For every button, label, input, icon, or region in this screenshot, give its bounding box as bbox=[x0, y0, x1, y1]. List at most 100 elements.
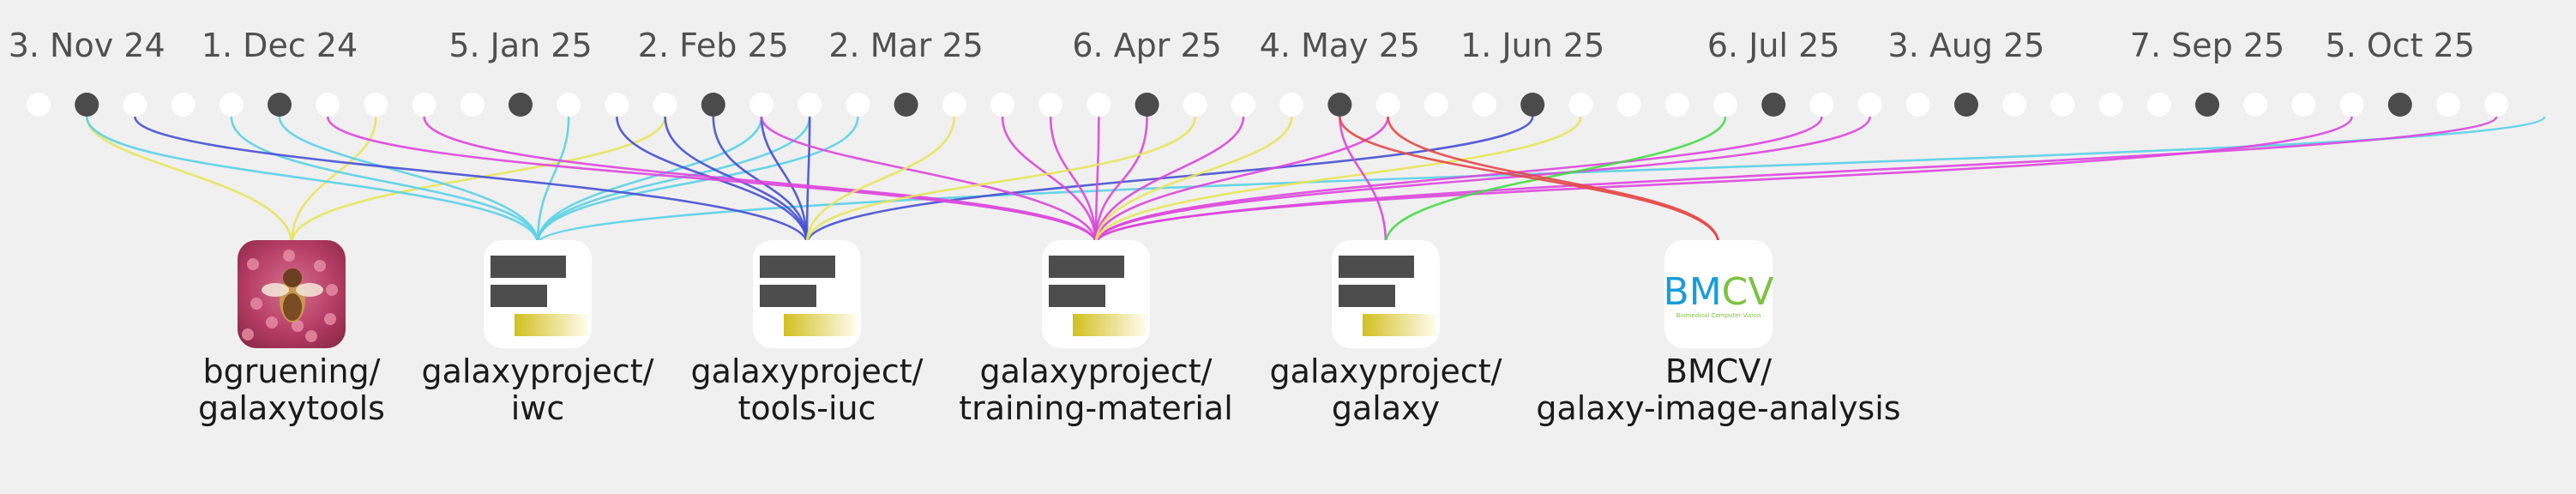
timeline-dot[interactable] bbox=[990, 93, 1014, 117]
timeline-dot[interactable] bbox=[749, 93, 773, 117]
timeline-dot[interactable] bbox=[1423, 93, 1448, 117]
date-label: 5. Oct 25 bbox=[2326, 27, 2475, 64]
repo-node[interactable]: bgruening/galaxytools bbox=[198, 240, 385, 427]
repo-owner-label[interactable]: galaxyproject/ bbox=[1270, 352, 1502, 390]
timeline-dot[interactable] bbox=[1809, 93, 1834, 117]
bmcv-logo-text: BMCV bbox=[1664, 270, 1774, 314]
timeline-dot[interactable] bbox=[412, 93, 436, 117]
timeline-dot[interactable] bbox=[1279, 93, 1304, 117]
timeline-dot[interactable] bbox=[2050, 93, 2075, 117]
galaxy-logo-icon[interactable] bbox=[1042, 240, 1150, 348]
link-line bbox=[1384, 116, 1727, 244]
repo-name-label[interactable]: galaxytools bbox=[198, 389, 385, 427]
timeline-dot[interactable] bbox=[171, 93, 196, 117]
timeline-dot-active[interactable] bbox=[1327, 93, 1352, 117]
timeline-dot[interactable] bbox=[2484, 93, 2509, 117]
link-line bbox=[134, 116, 809, 244]
timeline-dot[interactable] bbox=[942, 93, 966, 117]
link-line bbox=[1094, 116, 1293, 244]
timeline-dot-active[interactable] bbox=[2195, 93, 2219, 117]
timeline-dot[interactable] bbox=[316, 93, 340, 117]
repo-name-label[interactable]: galaxy bbox=[1332, 389, 1440, 427]
link-line bbox=[1094, 116, 1245, 244]
link-line bbox=[1094, 116, 1100, 244]
link-line bbox=[805, 116, 1534, 244]
timeline-dot[interactable] bbox=[364, 93, 388, 117]
repo-name-label[interactable]: iwc bbox=[511, 389, 565, 427]
repo-owner-label[interactable]: galaxyproject/ bbox=[422, 352, 654, 390]
timeline-dot[interactable] bbox=[27, 93, 51, 117]
timeline-dot-active[interactable] bbox=[1135, 93, 1159, 117]
galaxy-logo-icon[interactable] bbox=[1332, 240, 1440, 348]
timeline-dot[interactable] bbox=[1472, 93, 1496, 117]
galaxy-logo-icon[interactable] bbox=[484, 240, 592, 348]
timeline-dot[interactable] bbox=[1713, 93, 1737, 117]
repo-name-label[interactable]: tools-iuc bbox=[738, 389, 876, 427]
repo-owner-label[interactable]: bgruening/ bbox=[203, 352, 381, 390]
timeline-dot[interactable] bbox=[2291, 93, 2316, 117]
timeline-dot-active[interactable] bbox=[1954, 93, 1978, 117]
date-label: 5. Jan 25 bbox=[448, 27, 592, 64]
timeline-dot[interactable] bbox=[2098, 93, 2123, 117]
timeline-dot[interactable] bbox=[1568, 93, 1593, 117]
timeline-dot[interactable] bbox=[123, 93, 147, 117]
timeline-dot[interactable] bbox=[1038, 93, 1063, 117]
bee-avatar-icon[interactable] bbox=[238, 240, 346, 348]
repo-node[interactable]: galaxyproject/galaxy bbox=[1270, 240, 1502, 427]
link-line bbox=[278, 116, 539, 244]
timeline-dot-active[interactable] bbox=[2387, 93, 2412, 117]
link-line bbox=[1001, 116, 1098, 244]
timeline-dot-active[interactable] bbox=[268, 93, 292, 117]
timeline-dot[interactable] bbox=[557, 93, 581, 117]
timeline-dot[interactable] bbox=[653, 93, 677, 117]
link-line bbox=[1094, 116, 1582, 244]
repo-owner-label[interactable]: galaxyproject/ bbox=[980, 352, 1213, 390]
repo-node[interactable]: galaxyproject/iwc bbox=[422, 240, 654, 427]
repo-node[interactable]: galaxyproject/training-material bbox=[959, 240, 1233, 427]
date-label: 3. Aug 25 bbox=[1888, 27, 2045, 64]
timeline-dot-active[interactable] bbox=[1761, 93, 1786, 117]
link-line bbox=[1387, 116, 1720, 244]
timeline-dot[interactable] bbox=[2339, 93, 2364, 117]
timeline-dot[interactable] bbox=[1664, 93, 1689, 117]
timeline-dot[interactable] bbox=[1231, 93, 1255, 117]
timeline-dot[interactable] bbox=[1616, 93, 1641, 117]
date-label: 1. Dec 24 bbox=[202, 27, 358, 64]
timeline-dot[interactable] bbox=[1375, 93, 1400, 117]
timeline-dot[interactable] bbox=[2146, 93, 2171, 117]
timeline-dot[interactable] bbox=[1086, 93, 1111, 117]
galaxy-logo-icon[interactable] bbox=[753, 240, 861, 348]
timeline-dot-active[interactable] bbox=[894, 93, 918, 117]
timeline-dot[interactable] bbox=[219, 93, 244, 117]
timeline-dot[interactable] bbox=[797, 93, 822, 117]
timeline-dot[interactable] bbox=[2002, 93, 2027, 117]
repo-name-label[interactable]: galaxy-image-analysis bbox=[1536, 389, 1900, 427]
link-line bbox=[85, 116, 293, 244]
timeline-dot[interactable] bbox=[846, 93, 870, 117]
date-label: 6. Jul 25 bbox=[1707, 27, 1840, 64]
timeline-dot-active[interactable] bbox=[1520, 93, 1545, 117]
date-label: 7. Sep 25 bbox=[2130, 27, 2284, 64]
timeline-dot[interactable] bbox=[605, 93, 629, 117]
link-line bbox=[536, 116, 859, 244]
link-line bbox=[326, 116, 1098, 244]
repo-name-label[interactable]: training-material bbox=[959, 389, 1233, 427]
timeline-dot[interactable] bbox=[2243, 93, 2268, 117]
timeline-dots bbox=[27, 93, 2509, 117]
repo-owner-label[interactable]: galaxyproject/ bbox=[691, 352, 924, 390]
link-line bbox=[1339, 116, 1387, 244]
link-line bbox=[85, 116, 539, 244]
timeline-dot[interactable] bbox=[1905, 93, 1930, 117]
repo-node[interactable]: galaxyproject/tools-iuc bbox=[691, 240, 924, 427]
timeline-dot-active[interactable] bbox=[509, 93, 533, 117]
timeline-dot-active[interactable] bbox=[701, 93, 725, 117]
timeline-dot[interactable] bbox=[2436, 93, 2460, 117]
timeline-dot[interactable] bbox=[1857, 93, 1882, 117]
repo-owner-label[interactable]: BMCV/ bbox=[1665, 352, 1772, 390]
date-label: 1. Jun 25 bbox=[1460, 27, 1604, 64]
timeline-dot-active[interactable] bbox=[75, 93, 99, 117]
timeline-dot[interactable] bbox=[460, 93, 485, 117]
timeline-dot[interactable] bbox=[1183, 93, 1207, 117]
